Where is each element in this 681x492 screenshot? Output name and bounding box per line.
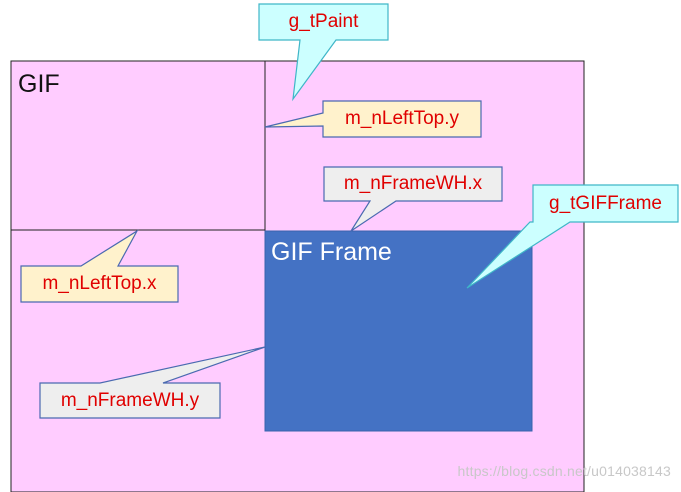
gif-frame bbox=[264, 230, 533, 432]
gif-canvas-label: GIF bbox=[18, 70, 60, 98]
callout-frame-wh-x-shape bbox=[323, 166, 503, 232]
callout-frame-wh-y-shape bbox=[39, 346, 266, 419]
callout-gif-frame-shape bbox=[466, 184, 679, 289]
callout-gif-frame-label: g_tGIFFrame bbox=[549, 192, 662, 214]
callout-frame-wh-y-label: m_nFrameWH.y bbox=[60, 389, 200, 411]
watermark-text: https://blog.csdn.net/u014038143 bbox=[457, 463, 671, 479]
callout-left-top-y-label: m_nLeftTop.y bbox=[344, 108, 460, 129]
callout-frame-wh-x-label: m_nFrameWH.x bbox=[343, 173, 483, 194]
callout-paint-shape bbox=[258, 3, 389, 102]
callout-left-top-x-label: m_nLeftTop.x bbox=[42, 273, 157, 294]
callout-left-top-y-shape bbox=[264, 100, 482, 138]
gif-frame-label: GIF Frame bbox=[271, 238, 392, 266]
callout-left-top-x-shape bbox=[20, 229, 179, 303]
callout-paint-label: g_tPaint bbox=[288, 11, 359, 32]
